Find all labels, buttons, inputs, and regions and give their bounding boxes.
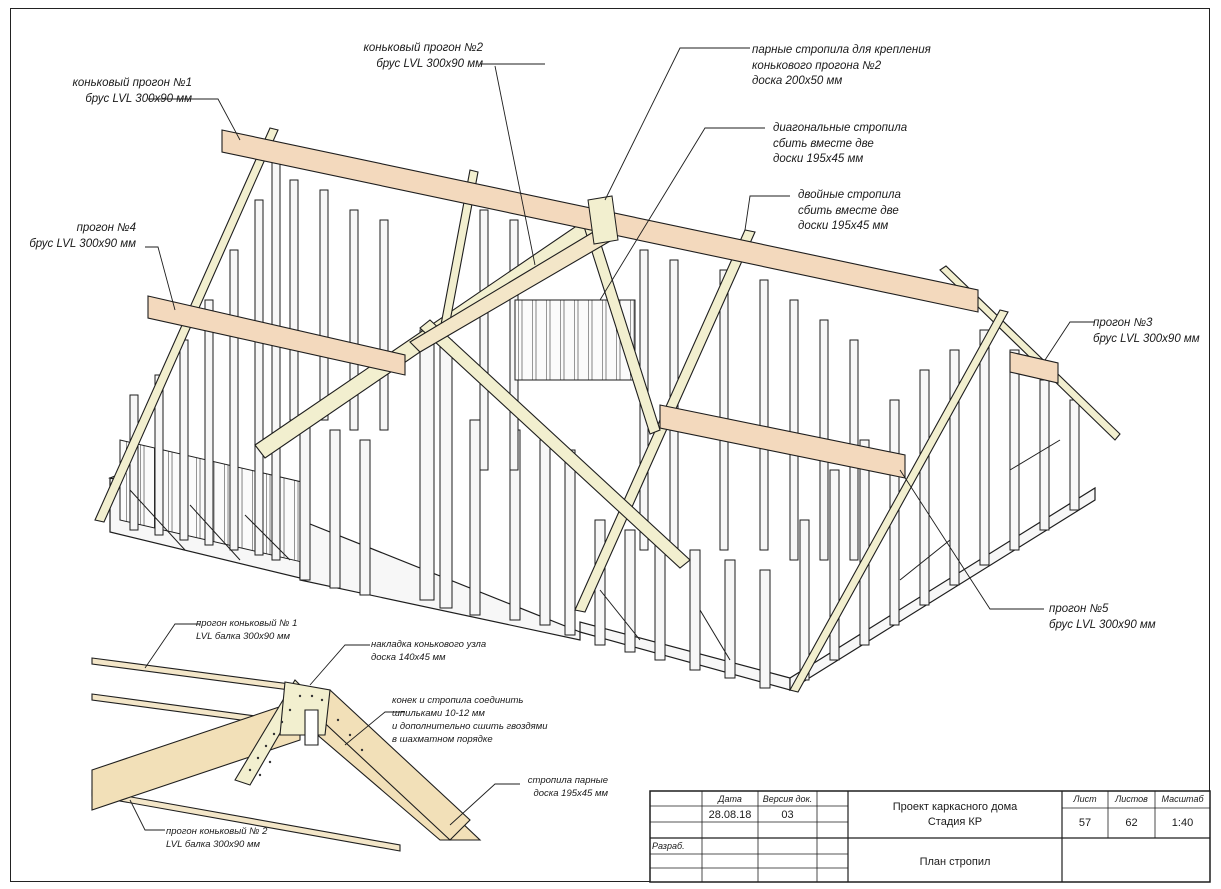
pair-rafters-line1: парные стропила для крепления xyxy=(752,44,931,56)
leader-lines xyxy=(145,47,1095,610)
diagonal-rafters-label: диагональные стропила сбить вместе две д… xyxy=(773,121,907,168)
tb-sheets-label: Листов xyxy=(1115,794,1148,804)
double-rafters-line3: доски 195x45 мм xyxy=(798,220,889,232)
tb-date-label: Дата xyxy=(718,794,742,804)
diagonal-rafters-line1: диагональные стропила xyxy=(773,122,908,134)
purlin3-spec: брус LVL 300x90 мм xyxy=(1093,332,1200,345)
diagonal-rafters-line3: доски 195x45 мм xyxy=(773,153,864,165)
detail-join-line3: и дополнительно сшить гвоздями xyxy=(392,721,548,732)
diagonal-rafters-line2: сбить вместе две xyxy=(773,137,874,150)
detail-rafters-line2: доска 195x45 мм xyxy=(533,788,608,799)
tb-project-line1: Проект каркасного дома xyxy=(892,801,1018,813)
detail-join-line1: конек и стропила соединить xyxy=(392,695,524,706)
purlin4-spec: брус LVL 300x90 мм xyxy=(29,237,136,250)
tb-sheets-value: 62 xyxy=(1125,817,1138,829)
sheet-frame xyxy=(10,8,1210,882)
pair-rafters-line2: конькового прогона №2 xyxy=(752,59,882,72)
ridge2-spec: брус LVL 300x90 мм xyxy=(376,57,483,70)
tb-date-value: 28.08.18 xyxy=(708,809,752,821)
detail-nail-dots xyxy=(248,694,364,777)
purlin-3 xyxy=(1009,351,1059,384)
detail-plate-line2: доска 140x45 мм xyxy=(371,652,446,663)
pair-rafters-line3: доска 200x50 мм xyxy=(752,75,843,87)
purlin4-title: прогон №4 xyxy=(76,222,136,234)
detail-ridge2-label: прогон коньковый № 2 LVL балка 300x90 мм xyxy=(166,825,267,851)
detail-join-label: конек и стропила соединить шпильками 10-… xyxy=(392,694,548,746)
detail-plate-label: накладка конькового узла доска 140x45 мм xyxy=(371,638,486,664)
purlin5-title: прогон №5 xyxy=(1049,603,1109,615)
purlin-4 xyxy=(147,295,406,376)
tb-drawing-name: План стропил xyxy=(919,856,991,868)
detail-plate-line1: накладка конькового узла xyxy=(371,639,487,650)
purlin3-label: прогон №3 брус LVL 300x90 мм xyxy=(1093,316,1200,347)
tb-scale-label: Масштаб xyxy=(1161,794,1204,804)
detail-leader-lines xyxy=(129,623,520,831)
detail-rafters xyxy=(91,689,482,841)
double-rafters-label: двойные стропила сбить вместе две доски … xyxy=(798,188,901,235)
detail-join-line2: шпильками 10-12 мм xyxy=(392,708,485,719)
tb-version-value: 03 xyxy=(781,809,794,821)
detail-ridge1-line2: LVL балка 300x90 мм xyxy=(196,631,290,642)
apex-plate xyxy=(587,195,619,245)
pair-rafters-label: парные стропила для крепления конькового… xyxy=(752,43,931,90)
detail-join-line4: в шахматном порядке xyxy=(392,734,493,745)
tb-project-line2: Стадия КР xyxy=(927,816,983,828)
detail-ridge1-line1: прогон коньковый № 1 xyxy=(196,618,298,629)
detail-ridge1-label: прогон коньковый № 1 LVL балка 300x90 мм xyxy=(196,617,297,643)
purlin3-title: прогон №3 xyxy=(1093,317,1153,329)
tb-developer-label: Разраб. xyxy=(652,841,685,851)
purlin4-label: прогон №4 брус LVL 300x90 мм xyxy=(29,221,136,252)
tb-sheet-value: 57 xyxy=(1078,817,1092,829)
detail-rafters-line1: стропила парные xyxy=(527,775,608,786)
tb-scale-value: 1:40 xyxy=(1171,817,1194,829)
detail-ridge2-line2: LVL балка 300x90 мм xyxy=(166,839,260,850)
tb-sheet-label: Лист xyxy=(1073,794,1097,804)
double-rafters-line2: сбить вместе две xyxy=(798,204,899,217)
detail-ridge2-line1: прогон коньковый № 2 xyxy=(166,826,268,837)
detail-rafters-label: стропила парные доска 195x45 мм xyxy=(528,774,608,800)
tb-version-label: Версия док. xyxy=(762,794,813,804)
purlin5-label: прогон №5 брус LVL 300x90 мм xyxy=(1049,602,1156,633)
ridge1-spec: брус LVL 300x90 мм xyxy=(85,92,192,105)
ridge1-label: коньковый прогон №1 брус LVL 300x90 мм xyxy=(72,76,192,107)
ridge2-title: коньковый прогон №2 xyxy=(363,42,483,54)
ridge1-title: коньковый прогон №1 xyxy=(72,77,192,89)
double-rafters-line1: двойные стропила xyxy=(798,189,901,201)
ridge2-label: коньковый прогон №2 брус LVL 300x90 мм xyxy=(363,41,483,72)
purlin5-spec: брус LVL 300x90 мм xyxy=(1049,618,1156,631)
detail-ridge-plates xyxy=(234,679,331,786)
